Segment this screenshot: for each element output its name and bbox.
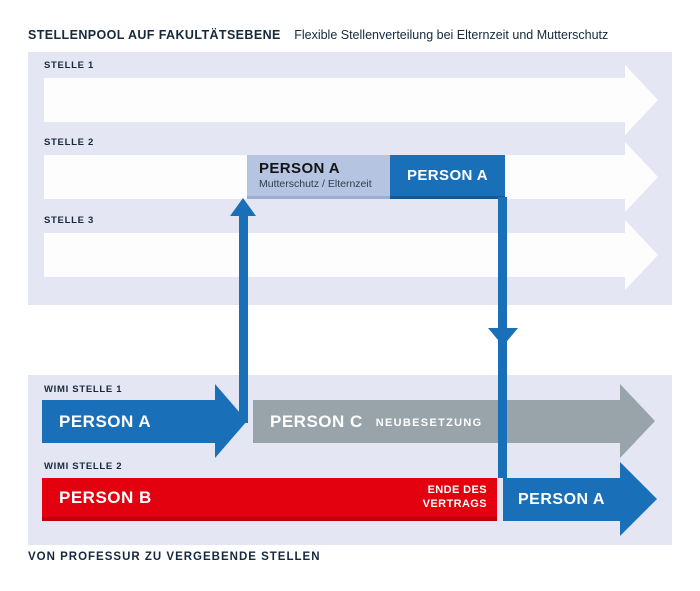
stelle-2-label: STELLE 2 [44, 137, 94, 148]
person-c-bar: PERSON C NEUBESETZUNG [253, 400, 620, 443]
person-c-subtitle: NEUBESETZUNG [375, 417, 483, 429]
wimi-stelle-1-label: WIMI STELLE 1 [44, 384, 123, 395]
person-b-bar: PERSON B ENDE DES VERTRAGS [42, 478, 497, 521]
wimi-panel: WIMI STELLE 1 PERSON A PERSON C NEUBESET… [28, 375, 672, 545]
right-arrowhead-icon [620, 384, 655, 458]
person-a-leave-title: PERSON A [259, 160, 340, 177]
person-c-title: PERSON C [270, 411, 363, 431]
faculty-pool-panel: STELLE 1 STELLE 2 STELLE 3 PERSON A Mutt… [28, 52, 672, 305]
wimi-stelle-2-label: WIMI STELLE 2 [44, 461, 123, 472]
person-a-return-box: PERSON A [390, 155, 505, 199]
right-arrowhead-icon [625, 142, 658, 212]
person-a-wimi1-bar: PERSON A [42, 400, 215, 443]
right-arrowhead-icon [625, 220, 658, 290]
contract-end-note: ENDE DES VERTRAGS [422, 484, 487, 510]
stelle-3-track [44, 233, 625, 277]
stelle-1-track [44, 78, 625, 122]
header: STELLENPOOL AUF FAKULTÄTSEBENE Flexible … [28, 26, 608, 44]
up-arrowhead-icon [230, 198, 256, 216]
person-a-leave-box: PERSON A Mutterschutz / Elternzeit [247, 155, 390, 199]
page-title: STELLENPOOL AUF FAKULTÄTSEBENE [28, 28, 281, 42]
person-a-wimi2-bar: PERSON A [503, 478, 620, 521]
stelle-1-label: STELLE 1 [44, 60, 94, 71]
down-arrowhead-icon [488, 328, 518, 346]
right-arrowhead-icon [620, 462, 657, 536]
person-a-leave-subtitle: Mutterschutz / Elternzeit [259, 178, 372, 190]
stelle-3-label: STELLE 3 [44, 215, 94, 226]
page-subtitle: Flexible Stellenverteilung bei Elternzei… [294, 28, 609, 42]
up-connector-arrow [239, 216, 248, 423]
person-b-title: PERSON B [59, 487, 152, 507]
footer-caption: VON PROFESSUR ZU VERGEBENDE STELLEN [28, 551, 321, 563]
right-arrowhead-icon [625, 65, 658, 135]
